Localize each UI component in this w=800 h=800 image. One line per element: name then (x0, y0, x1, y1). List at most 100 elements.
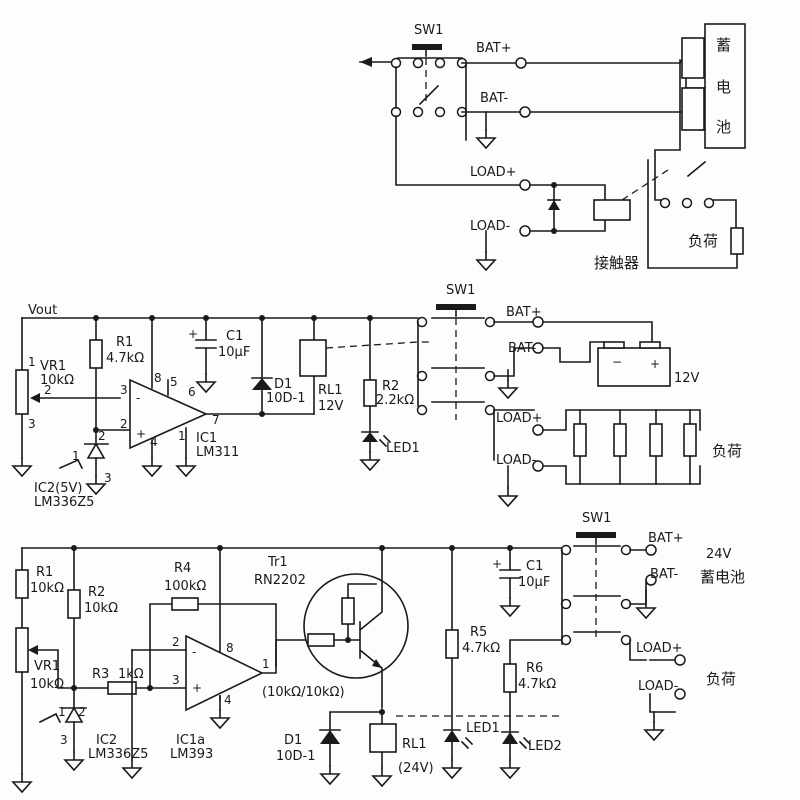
bot-ic2-label: IC2 (96, 733, 117, 748)
polarity-mark: + (188, 327, 198, 341)
bot-d1-label: D1 (284, 733, 302, 748)
mid-rl1-value: 12V (318, 399, 344, 414)
mid-ic2-pin1: 1 (72, 449, 80, 463)
mid-led1-label: LED1 (386, 441, 420, 456)
sw1-bot-switch: SW1 (560, 511, 632, 646)
top-load-resistor (730, 227, 744, 255)
bot-r5-value: 4.7kΩ (462, 641, 500, 656)
mid-rl1-label: RL1 (318, 383, 343, 398)
bot-r3-label: R3 (92, 667, 109, 682)
bot-r3-value: 1kΩ (118, 667, 144, 682)
bot-r1-value: 10kΩ (30, 581, 64, 596)
bot-r2-label: R2 (88, 585, 105, 600)
vout-label: Vout (28, 303, 57, 318)
bot-r5-label: R5 (470, 625, 487, 640)
top-battery-char-3: 池 (716, 118, 731, 136)
bot-ic1a-pin3: 3 (172, 673, 180, 687)
bot-r1-label: R1 (36, 565, 53, 580)
mid-ic1-pin4: 4 (150, 435, 158, 449)
bot-r2-value: 10kΩ (84, 601, 118, 616)
bot-load-minus-label: LOAD- (638, 679, 679, 694)
input-arrow (359, 57, 393, 67)
bottom-lm393-circuit: R1 10kΩ VR1 10kΩ R2 10kΩ 1 2 3 IC2 LM336… (12, 511, 745, 793)
bot-tr1-part: RN2202 (254, 573, 306, 588)
mid-ic1-pin3: 3 (120, 383, 128, 397)
mid-d1-label: D1 (274, 377, 292, 392)
mid-r2 (363, 379, 377, 407)
mid-r2-value: 2.2kΩ (376, 393, 414, 408)
bot-tr1-label: Tr1 (267, 555, 288, 570)
top-bat-plus-label: BAT+ (476, 41, 512, 56)
bot-r3 (107, 681, 137, 695)
polarity-mark: − (612, 355, 622, 369)
bot-relay-rl1 (369, 723, 397, 753)
polarity-mark: + (650, 357, 660, 371)
bot-vr1-value: 10kΩ (30, 677, 64, 692)
bot-vr1-label: VR1 (34, 659, 60, 674)
sw1-top-label: SW1 (414, 23, 443, 38)
mid-r1-label: R1 (116, 335, 133, 350)
mid-vr1 (15, 369, 29, 415)
bot-tr1-values: (10kΩ/10kΩ) (262, 685, 345, 700)
top-load-minus-label: LOAD- (470, 219, 511, 234)
mid-vr1-value: 10kΩ (40, 373, 74, 388)
mid-ic1-part: LM311 (196, 445, 239, 460)
top-bat-minus-label: BAT- (480, 91, 509, 106)
top-contactor-circuit: SW1 BAT+ BAT- LOAD+ LOAD- 接触器 (359, 23, 746, 272)
mid-c1-label: C1 (226, 329, 243, 344)
mid-ic1-plus: + (136, 427, 146, 441)
bot-d1-value: 10D-1 (276, 749, 316, 764)
bot-r6-label: R6 (526, 661, 543, 676)
bot-load-plus-label: LOAD+ (636, 641, 683, 656)
bot-battery-label: 蓄电池 (700, 568, 745, 586)
mid-battery-voltage: 12V (674, 371, 700, 386)
top-battery-box (704, 23, 746, 149)
bot-ic1a-pin8: 8 (226, 641, 234, 655)
mid-ic2-part: LM336Z5 (34, 495, 94, 510)
mid-load-plus-label: LOAD+ (496, 411, 543, 426)
sw1-mid-switch: SW1 (416, 283, 496, 420)
mid-relay-rl1 (299, 339, 327, 377)
bot-rl1-value: (24V) (398, 761, 434, 776)
mid-ic2-pin2: 2 (98, 429, 106, 443)
bot-ic1a-pin1: 1 (262, 657, 270, 671)
mid-ic1-lm311 (129, 378, 208, 450)
contactor-coil (593, 199, 631, 221)
mid-ic1-pin7: 7 (212, 413, 220, 427)
mid-load-minus-label: LOAD- (496, 453, 537, 468)
mid-c1-value: 10μF (218, 345, 250, 360)
bot-ic2-pin3: 3 (60, 733, 68, 747)
bot-battery-voltage: 24V (706, 547, 732, 562)
bot-r4 (171, 597, 199, 611)
bot-ic1a-pin4: 4 (224, 693, 232, 707)
contactor-label: 接触器 (594, 254, 639, 272)
bot-ic1a-label: IC1a (176, 733, 205, 748)
bot-r4-label: R4 (174, 561, 191, 576)
mid-ic1-pin5: 5 (170, 375, 178, 389)
mid-vr1-pin3: 3 (28, 417, 36, 431)
mid-ic2-pin3: 3 (104, 471, 112, 485)
mid-vr1-pin2: 2 (44, 383, 52, 397)
top-load-plus-label: LOAD+ (470, 165, 517, 180)
mid-ic1-pin1: 1 (178, 429, 186, 443)
bot-r4-value: 100kΩ (164, 579, 206, 594)
bot-ic1a-minus: - (192, 645, 196, 659)
bot-c1-value: 10μF (518, 575, 550, 590)
bot-bat-minus-label: BAT- (650, 567, 679, 582)
mid-bat-plus-label: BAT+ (506, 305, 542, 320)
sw1-top-switch: SW1 (390, 23, 468, 118)
sw1-mid-label: SW1 (446, 283, 475, 298)
bot-c1-label: C1 (526, 559, 543, 574)
bot-bat-plus-label: BAT+ (648, 531, 684, 546)
mid-d1-value: 10D-1 (266, 391, 306, 406)
bot-r5 (445, 629, 459, 659)
bot-vr1 (15, 627, 29, 673)
bot-ic2-pin1: 1 (58, 705, 66, 719)
bot-ic1a-plus: + (192, 681, 202, 695)
bot-r6 (503, 663, 517, 693)
top-battery-char-1: 蓄 (716, 36, 731, 54)
sw1-bot-label: SW1 (582, 511, 611, 526)
mid-r1 (89, 339, 103, 369)
mid-ic1-pin8: 8 (154, 371, 162, 385)
